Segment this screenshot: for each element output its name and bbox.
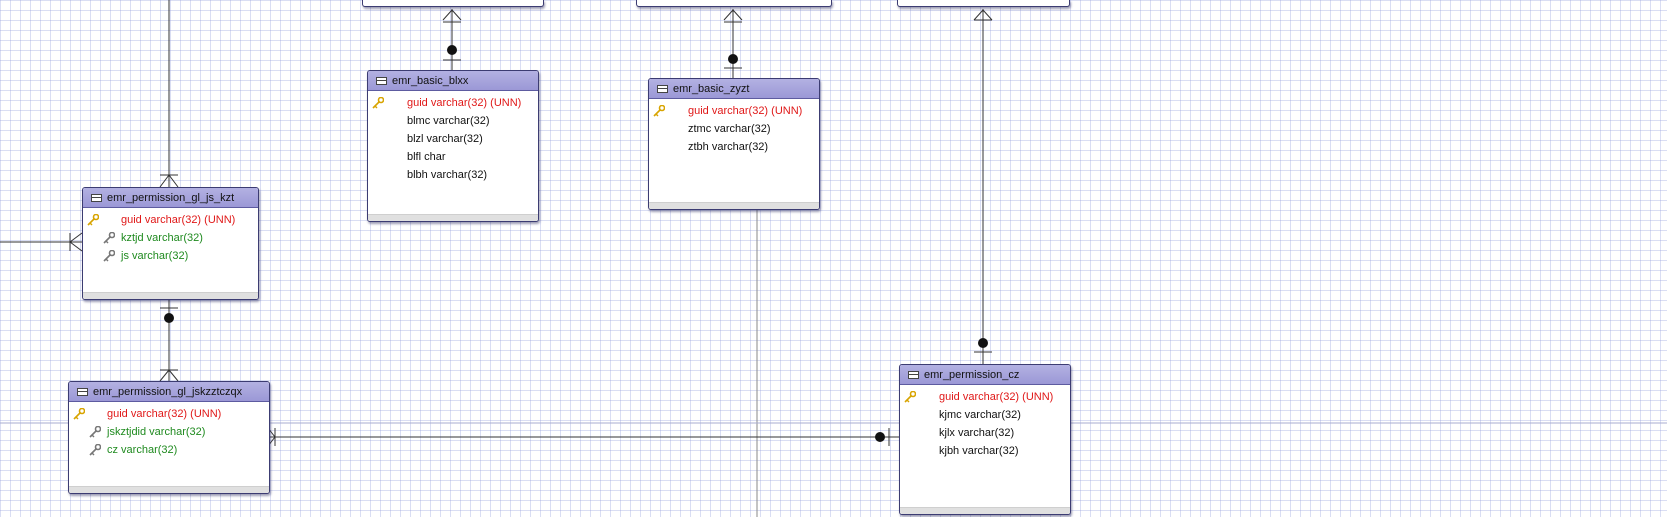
primary-key-icon — [904, 391, 916, 403]
relationship-jskzztczqx-to-permission-cz — [267, 427, 899, 447]
entity-stub-top[interactable] — [362, 0, 544, 7]
relationship-dot — [978, 338, 988, 348]
relationship-left-to-gl-js-kzt — [0, 232, 83, 252]
primary-key-icon — [653, 105, 665, 117]
relationship-dot — [164, 313, 174, 323]
entity-emr-permission-gl-jskzztczqx[interactable]: emr_permission_gl_jskzztczqx guid varcha… — [68, 381, 270, 494]
entity-title: emr_basic_blxx — [392, 74, 469, 87]
entity-title: emr_permission_gl_jskzztczqx — [93, 385, 243, 398]
column-row[interactable]: ztbh varchar(32) — [649, 138, 819, 156]
primary-key-icon — [372, 97, 384, 109]
column-text: guid varchar(32) (UNN) — [939, 391, 1054, 403]
column-row[interactable]: guid varchar(32) (UNN) — [900, 388, 1070, 406]
column-text: ztmc varchar(32) — [688, 123, 771, 135]
entity-title: emr_permission_cz — [924, 368, 1020, 381]
column-text: blbh varchar(32) — [407, 169, 488, 181]
column-row[interactable]: blmc varchar(32) — [368, 112, 538, 130]
column-text: kjlx varchar(32) — [939, 427, 1015, 439]
column-text: cz varchar(32) — [107, 444, 178, 456]
entity-footer — [69, 486, 269, 493]
column-row[interactable]: guid varchar(32) (UNN) — [649, 102, 819, 120]
relationship-top-to-gl-js-kzt — [159, 0, 179, 188]
column-text: guid varchar(32) (UNN) — [107, 408, 222, 420]
column-row[interactable]: blzl varchar(32) — [368, 130, 538, 148]
column-row[interactable]: cz varchar(32) — [69, 441, 269, 459]
primary-key-icon — [73, 408, 85, 420]
column-text: kjmc varchar(32) — [939, 409, 1021, 421]
entity-emr-permission-gl-js-kzt[interactable]: emr_permission_gl_js_kzt guid varchar(32… — [82, 187, 259, 300]
column-row[interactable]: kjbh varchar(32) — [900, 442, 1070, 460]
column-row[interactable]: blfl char — [368, 148, 538, 166]
column-row[interactable]: kjmc varchar(32) — [900, 406, 1070, 424]
column-row[interactable]: guid varchar(32) (UNN) — [368, 94, 538, 112]
entity-footer — [900, 507, 1070, 514]
entity-footer — [368, 214, 538, 221]
column-row[interactable]: ztmc varchar(32) — [649, 120, 819, 138]
foreign-key-icon — [89, 444, 101, 456]
column-row[interactable]: guid varchar(32) (UNN) — [83, 211, 258, 229]
column-row[interactable]: js varchar(32) — [83, 247, 258, 265]
column-text: ztbh varchar(32) — [688, 141, 769, 153]
column-text: guid varchar(32) (UNN) — [121, 214, 236, 226]
table-icon — [77, 387, 88, 396]
foreign-key-icon — [103, 250, 115, 262]
table-icon — [91, 193, 102, 202]
relationship-top-to-permission-cz — [973, 9, 993, 364]
column-text: kztjd varchar(32) — [121, 232, 203, 244]
column-text: blmc varchar(32) — [407, 115, 490, 127]
entity-stub-top[interactable] — [636, 0, 832, 7]
column-text: guid varchar(32) (UNN) — [688, 105, 803, 117]
column-text: kjbh varchar(32) — [939, 445, 1019, 457]
entity-emr-basic-blxx[interactable]: emr_basic_blxx guid varchar(32) (UNN) bl… — [367, 70, 539, 222]
entity-header[interactable]: emr_permission_gl_jskzztczqx — [69, 382, 269, 402]
column-text: jskztjdid varchar(32) — [107, 426, 206, 438]
relationship-top-to-zyzt — [723, 9, 743, 78]
entity-title: emr_permission_gl_js_kzt — [107, 191, 235, 204]
foreign-key-icon — [89, 426, 101, 438]
column-row[interactable]: kjlx varchar(32) — [900, 424, 1070, 442]
column-row[interactable]: jskztjdid varchar(32) — [69, 423, 269, 441]
foreign-key-icon — [103, 232, 115, 244]
column-text: guid varchar(32) (UNN) — [407, 97, 522, 109]
relationship-dot — [728, 54, 738, 64]
relationship-dot — [447, 45, 457, 55]
entity-title: emr_basic_zyzt — [673, 82, 750, 95]
table-icon — [908, 370, 919, 379]
entity-header[interactable]: emr_permission_cz — [900, 365, 1070, 385]
column-row[interactable]: guid varchar(32) (UNN) — [69, 405, 269, 423]
entity-emr-permission-cz[interactable]: emr_permission_cz guid varchar(32) (UNN)… — [899, 364, 1071, 515]
entity-header[interactable]: emr_permission_gl_js_kzt — [83, 188, 258, 208]
entity-header[interactable]: emr_basic_blxx — [368, 71, 538, 91]
column-row[interactable]: kztjd varchar(32) — [83, 229, 258, 247]
entity-stub-top[interactable] — [897, 0, 1070, 7]
relationship-dot — [875, 432, 885, 442]
column-row[interactable]: blbh varchar(32) — [368, 166, 538, 184]
entity-emr-basic-zyzt[interactable]: emr_basic_zyzt guid varchar(32) (UNN) zt… — [648, 78, 820, 210]
entity-header[interactable]: emr_basic_zyzt — [649, 79, 819, 99]
entity-footer — [649, 202, 819, 209]
column-text: blfl char — [407, 151, 446, 163]
column-text: js varchar(32) — [121, 250, 189, 262]
relationship-gl-js-kzt-to-jskzztczqx — [159, 298, 179, 382]
primary-key-icon — [87, 214, 99, 226]
entity-footer — [83, 292, 258, 299]
relationship-top-to-blxx — [442, 9, 462, 70]
table-icon — [657, 84, 668, 93]
table-icon — [376, 76, 387, 85]
column-text: blzl varchar(32) — [407, 133, 483, 145]
